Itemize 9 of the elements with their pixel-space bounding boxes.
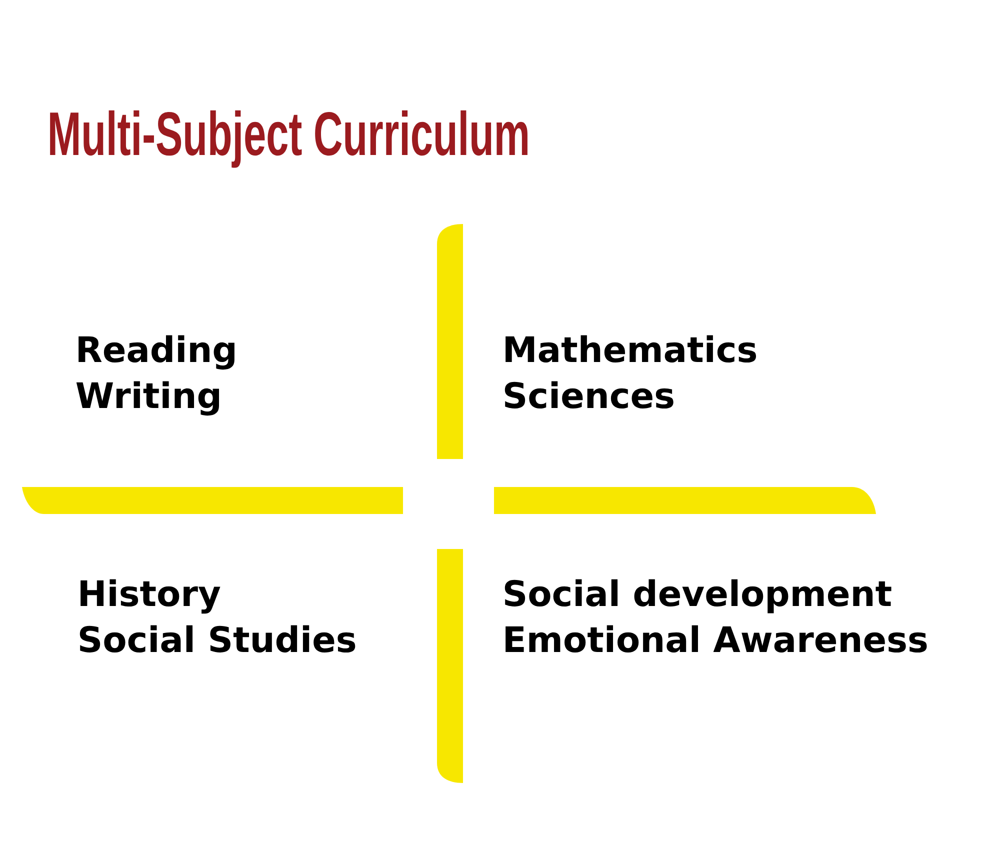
subject-label: History — [80, 579, 220, 614]
subject-label: Writing — [76, 381, 219, 416]
subject-label: Sciences — [504, 381, 674, 408]
subject-label: Emotional Awareness — [506, 625, 927, 652]
title: Multi-Subject Curriculum — [50, 110, 528, 168]
subject-label: Mathematics — [506, 335, 756, 362]
subject-label: Reading — [78, 335, 234, 370]
subject-label: Social Studies — [80, 625, 356, 652]
subject-label: Social development — [504, 579, 892, 614]
